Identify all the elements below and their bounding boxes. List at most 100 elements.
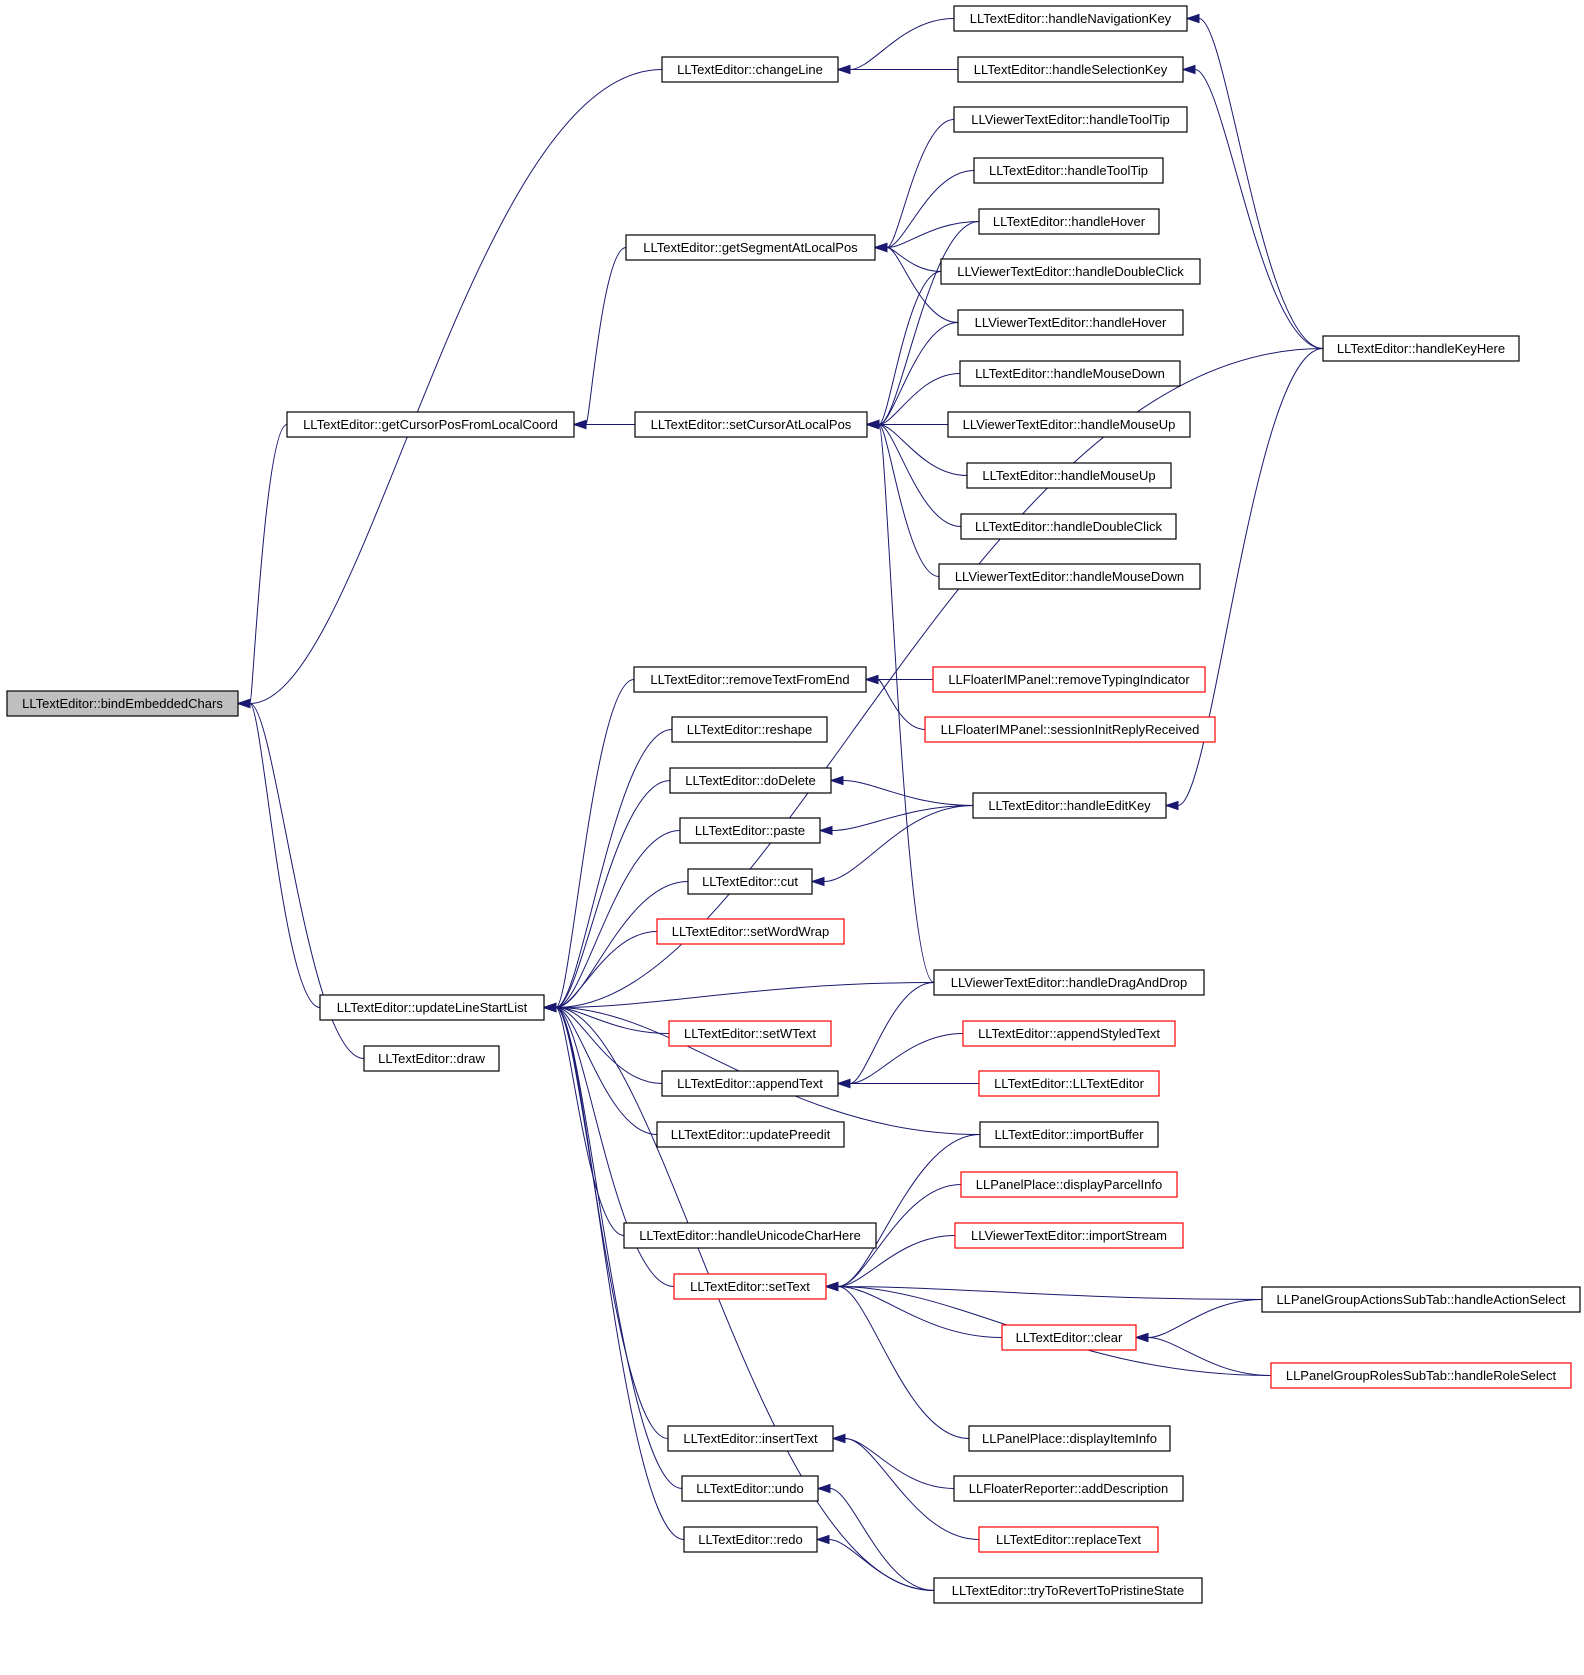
node-vhandlehover[interactable]: LLViewerTextEditor::handleHover (957, 309, 1184, 336)
edge-sessioninitreplyreceived-to-removetextfromend (877, 679, 926, 730)
node-handletooltip[interactable]: LLTextEditor::handleToolTip (973, 157, 1164, 184)
node-label: LLTextEditor::LLTextEditor (994, 1076, 1144, 1091)
edge-handlemousedown-to-setcursoratlocalpos (878, 373, 961, 425)
node-removetextfromend[interactable]: LLTextEditor::removeTextFromEnd (633, 666, 867, 693)
node-handleactionselect[interactable]: LLPanelGroupActionsSubTab::handleActionS… (1261, 1286, 1581, 1313)
arrowhead-icon (1134, 1332, 1149, 1343)
node-label: LLViewerTextEditor::handleMouseDown (955, 569, 1184, 584)
node-label: LLTextEditor::bindEmbeddedChars (22, 696, 223, 711)
node-label: LLTextEditor::setWordWrap (672, 924, 830, 939)
edge-replacetext-to-inserttext (844, 1438, 980, 1540)
node-displayiteminfo[interactable]: LLPanelPlace::displayItemInfo (968, 1425, 1171, 1452)
node-box (933, 1577, 1203, 1604)
node-handleeditkey[interactable]: LLTextEditor::handleEditKey (972, 792, 1167, 819)
node-getsegmentatlocalpos[interactable]: LLTextEditor::getSegmentAtLocalPos (625, 234, 876, 261)
node-label: LLTextEditor::importBuffer (994, 1127, 1144, 1142)
node-replacetext[interactable]: LLTextEditor::replaceText (978, 1526, 1159, 1553)
node-label: LLTextEditor::redo (698, 1532, 803, 1547)
node-undo[interactable]: LLTextEditor::undo (681, 1475, 819, 1502)
node-sessioninitreplyreceived[interactable]: LLFloaterIMPanel::sessionInitReplyReceiv… (924, 716, 1216, 743)
node-adddescription[interactable]: LLFloaterReporter::addDescription (953, 1475, 1184, 1502)
node-handlemouseup[interactable]: LLTextEditor::handleMouseUp (966, 462, 1172, 489)
node-label: LLViewerTextEditor::handleMouseUp (963, 417, 1176, 432)
edge-vhandletooltip-to-getsegmentatlocalpos (886, 119, 955, 248)
node-handlemousedown[interactable]: LLTextEditor::handleMouseDown (959, 360, 1181, 387)
edge-removetextfromend-to-updatelinestartlist (555, 679, 635, 1008)
arrowhead-icon (829, 775, 844, 786)
node-vhandlemousedown[interactable]: LLViewerTextEditor::handleMouseDown (938, 563, 1201, 590)
node-appendtext[interactable]: LLTextEditor::appendText (661, 1070, 839, 1097)
edge-settext-to-updatelinestartlist (555, 1007, 675, 1287)
node-trytorevert[interactable]: LLTextEditor::tryToRevertToPristineState (933, 1577, 1203, 1604)
node-handledoubleclick[interactable]: LLTextEditor::handleDoubleClick (960, 513, 1177, 540)
node-appendstyledtext[interactable]: LLTextEditor::appendStyledText (962, 1020, 1176, 1047)
node-removetypingindicator[interactable]: LLFloaterIMPanel::removeTypingIndicator (932, 666, 1206, 693)
node-getcursorposfromlocalcoord[interactable]: LLTextEditor::getCursorPosFromLocalCoord (286, 411, 575, 438)
node-vhandledoubleclick[interactable]: LLViewerTextEditor::handleDoubleClick (940, 258, 1201, 285)
node-clear[interactable]: LLTextEditor::clear (1001, 1324, 1137, 1351)
arrowhead-icon (873, 242, 888, 253)
node-importbuffer[interactable]: LLTextEditor::importBuffer (979, 1121, 1159, 1148)
node-label: LLTextEditor::handleEditKey (988, 798, 1151, 813)
edge-vimportstream-to-settext (837, 1235, 956, 1287)
node-label: LLPanelPlace::displayItemInfo (982, 1431, 1157, 1446)
edge-vhandledoubleclick-to-setcursoratlocalpos (878, 271, 942, 425)
node-box (661, 1070, 839, 1097)
node-updatelinestartlist[interactable]: LLTextEditor::updateLineStartList (319, 994, 545, 1021)
node-label: LLTextEditor::setCursorAtLocalPos (651, 417, 852, 432)
node-vhandlemouseup[interactable]: LLViewerTextEditor::handleMouseUp (947, 411, 1191, 438)
node-setwtext[interactable]: LLTextEditor::setWText (668, 1020, 832, 1047)
edge-redo-to-updatelinestartlist (555, 1007, 685, 1540)
node-label: LLTextEditor::handleUnicodeCharHere (639, 1228, 861, 1243)
node-handleselectionkey[interactable]: LLTextEditor::handleSelectionKey (957, 56, 1184, 83)
node-settext[interactable]: LLTextEditor::setText (673, 1273, 827, 1300)
node-label: LLViewerTextEditor::handleToolTip (971, 112, 1170, 127)
node-box (953, 106, 1188, 133)
edge-handletooltip-to-getsegmentatlocalpos (886, 170, 975, 248)
node-box (953, 1475, 1184, 1502)
edge-handlenavigationkey-to-changeline (849, 18, 955, 70)
node-label: LLTextEditor::setText (690, 1279, 810, 1294)
edge-trytorevert-to-redo (828, 1539, 935, 1591)
node-paste[interactable]: LLTextEditor::paste (679, 817, 821, 844)
node-changeline[interactable]: LLTextEditor::changeLine (661, 56, 839, 83)
node-setwordwrap[interactable]: LLTextEditor::setWordWrap (656, 918, 845, 945)
node-draw[interactable]: LLTextEditor::draw (363, 1045, 500, 1072)
node-vimportstream[interactable]: LLViewerTextEditor::importStream (954, 1222, 1184, 1249)
node-label: LLTextEditor::undo (696, 1481, 803, 1496)
node-box (940, 258, 1201, 285)
node-cut[interactable]: LLTextEditor::cut (687, 868, 813, 895)
edge-vhandlehover-to-setcursoratlocalpos (878, 322, 959, 425)
node-handlenavigationkey[interactable]: LLTextEditor::handleNavigationKey (953, 5, 1188, 32)
edge-handleeditkey-to-dodelete (842, 780, 974, 806)
node-handlehover[interactable]: LLTextEditor::handleHover (978, 208, 1160, 235)
node-label: LLFloaterIMPanel::sessionInitReplyReceiv… (941, 722, 1200, 737)
edge-handlehover-to-setcursoratlocalpos (878, 221, 980, 425)
node-vhandledraganddrop[interactable]: LLViewerTextEditor::handleDragAndDrop (933, 969, 1205, 996)
node-reshape[interactable]: LLTextEditor::reshape (671, 716, 828, 743)
node-label: LLTextEditor::handleNavigationKey (970, 11, 1172, 26)
node-ctor[interactable]: LLTextEditor::LLTextEditor (978, 1070, 1160, 1097)
arrowhead-icon (815, 1534, 830, 1545)
node-label: LLViewerTextEditor::handleHover (975, 315, 1167, 330)
node-dodelete[interactable]: LLTextEditor::doDelete (669, 767, 832, 794)
edge-handleactionselect-to-clear (1147, 1299, 1263, 1338)
node-redo[interactable]: LLTextEditor::redo (683, 1526, 818, 1553)
node-handleunicodecharhere[interactable]: LLTextEditor::handleUnicodeCharHere (623, 1222, 877, 1249)
edge-handledoubleclick-to-setcursoratlocalpos (878, 424, 962, 527)
node-box (978, 1526, 1159, 1553)
arrowhead-icon (864, 674, 879, 685)
edge-vhandledoubleclick-to-getsegmentatlocalpos (886, 247, 942, 272)
node-handleroleselect[interactable]: LLPanelGroupRolesSubTab::handleRoleSelec… (1270, 1362, 1572, 1389)
edge-appendstyledtext-to-appendtext (849, 1033, 964, 1084)
node-handlekeyhere[interactable]: LLTextEditor::handleKeyHere (1322, 335, 1520, 362)
edge-getsegmentatlocalpos-to-getcursorposfromlocalcoord (585, 247, 627, 425)
node-root[interactable]: LLTextEditor::bindEmbeddedChars (6, 690, 239, 717)
node-updatepreedit[interactable]: LLTextEditor::updatePreedit (656, 1121, 845, 1148)
node-inserttext[interactable]: LLTextEditor::insertText (667, 1425, 834, 1452)
node-vhandletooltip[interactable]: LLViewerTextEditor::handleToolTip (953, 106, 1188, 133)
node-setcursoratlocalpos[interactable]: LLTextEditor::setCursorAtLocalPos (634, 411, 868, 438)
node-displayparcelinfo[interactable]: LLPanelPlace::displayParcelInfo (960, 1171, 1178, 1198)
node-box (932, 666, 1206, 693)
node-box (681, 1475, 819, 1502)
